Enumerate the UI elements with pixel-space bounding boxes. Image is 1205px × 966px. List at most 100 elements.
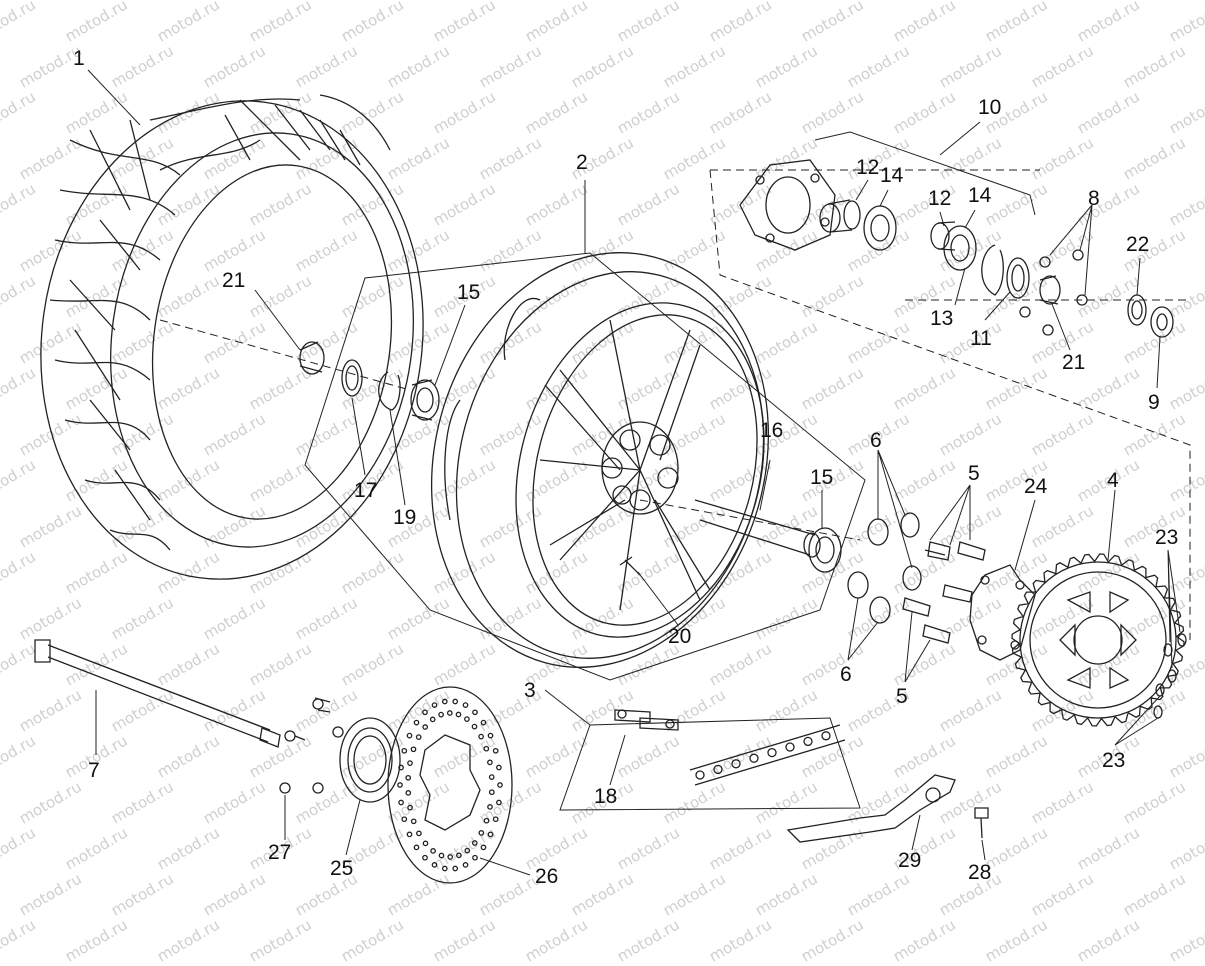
nuts-8 (1019, 204, 1093, 336)
callout-2: 2 (576, 151, 588, 174)
hub-spacer-sleeve (694, 459, 821, 558)
disc-hole (422, 840, 429, 847)
callout-leader-1 (87, 69, 141, 126)
disc-hole (480, 844, 487, 851)
disc-hole (462, 862, 469, 868)
disc-hole (487, 804, 493, 810)
disc-hole (441, 698, 448, 705)
callout-6a: 6 (870, 429, 882, 452)
disc-hole (438, 711, 444, 718)
drive-chain-3 (544, 689, 861, 811)
disc-hole (405, 774, 412, 781)
callout-11: 11 (970, 327, 992, 350)
callout-21a: 21 (222, 269, 246, 292)
diagram-drawing (34, 69, 1191, 884)
bushing-12b (930, 211, 956, 251)
chain-roller (821, 731, 831, 741)
axle-nut-9 (1150, 306, 1174, 389)
disc-hole (446, 710, 453, 716)
callout-leader-5b (904, 611, 931, 683)
callout-leader-23a (1167, 549, 1181, 669)
brake-disc-26 (387, 686, 531, 884)
watermark-text: motod.ru (890, 915, 959, 966)
callout-leader-29 (911, 814, 921, 851)
screws-27 (279, 697, 344, 840)
watermark-text: motod.ru (706, 915, 775, 966)
disc-hole (452, 698, 459, 705)
callout-leader-15a (434, 304, 466, 386)
abs-tone-ring-25 (339, 717, 401, 856)
disc-hole (456, 852, 462, 859)
disc-hole (455, 711, 462, 718)
callout-3: 3 (524, 679, 536, 702)
callout-17: 17 (354, 479, 378, 502)
disc-hole (398, 799, 404, 806)
chain-group-frame (559, 717, 861, 811)
callout-leader-13 (954, 267, 966, 306)
disc-hole (483, 745, 490, 752)
callout-28: 28 (968, 861, 992, 884)
disc-hole (488, 774, 495, 780)
disc-hole (487, 831, 494, 838)
bearing-left (410, 304, 466, 421)
axle-center-line (159, 169, 1191, 640)
disc-hole (447, 854, 454, 860)
callout-21b: 21 (1062, 351, 1086, 374)
disc-hole (488, 789, 495, 796)
rear-sprocket-4 (1011, 489, 1185, 727)
chain-roller (803, 736, 813, 747)
watermark-text: motod.ru (62, 915, 131, 966)
chain-roller (785, 742, 795, 752)
disc-hole (413, 719, 420, 726)
callout-leader-18 (609, 734, 626, 786)
screw-28 (974, 807, 989, 861)
spacer-21-left (254, 289, 325, 375)
watermark-text: motod.ru (430, 915, 499, 966)
watermark-text: motod.ru (982, 915, 1051, 966)
callout-19: 19 (393, 506, 417, 529)
disc-hole (496, 764, 502, 771)
disc-hole (397, 782, 403, 788)
callout-leader-5a (929, 484, 971, 546)
watermark-text: motod.ru (246, 915, 315, 966)
disc-hole (471, 723, 478, 730)
bushing-12a (819, 179, 869, 233)
callout-leader-22 (1136, 257, 1141, 296)
callout-leader-8 (1049, 204, 1093, 296)
callout-25: 25 (330, 857, 354, 880)
disc-hole (478, 830, 485, 836)
watermark-text: motod.ru (154, 915, 223, 966)
callout-leader-11 (984, 291, 1011, 321)
bearing-right (808, 490, 842, 573)
rear-axle-7 (34, 639, 281, 755)
disc-hole (441, 865, 448, 872)
disc-hole (464, 716, 470, 722)
rear-tire (40, 94, 424, 580)
wheel-rim (430, 252, 770, 668)
callout-14b: 14 (968, 184, 992, 207)
watermark-text: motod.ru (1074, 915, 1143, 966)
callout-leader-12a (855, 179, 869, 201)
bearing-14a (863, 189, 897, 251)
sprocket-teeth (1011, 553, 1185, 727)
disc-hole (415, 734, 422, 740)
disc-hole (452, 865, 459, 872)
disc-hole (429, 716, 436, 723)
disc-hole (487, 759, 493, 766)
callout-leader-14a (879, 189, 889, 207)
disc-hole (438, 852, 445, 859)
callout-18: 18 (594, 785, 618, 808)
callout-15a: 15 (457, 281, 481, 304)
callout-23b: 23 (1102, 749, 1126, 772)
disc-hole (422, 854, 428, 861)
callout-leader-20 (637, 571, 679, 626)
disc-hole (407, 760, 413, 766)
disc-hole (401, 747, 408, 754)
callout-15b: 15 (810, 466, 834, 489)
callout-9: 9 (1148, 391, 1160, 414)
spacer-21-right (1039, 275, 1071, 351)
disc-hole (422, 709, 428, 716)
callout-leader-21a (254, 289, 301, 351)
wheel-group-frame (304, 252, 866, 681)
